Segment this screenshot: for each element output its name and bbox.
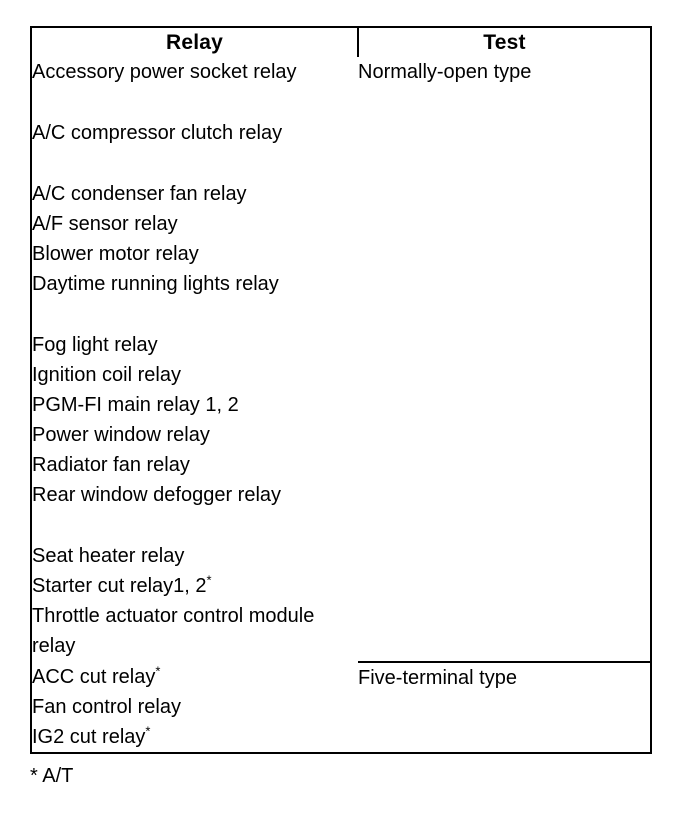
- relay-name-cell: Radiator fan relay: [31, 450, 358, 480]
- relay-name-label: Starter cut relay1, 2: [32, 575, 207, 597]
- table-row: Seat heater relay: [31, 541, 651, 571]
- table-row: Power window relay: [31, 420, 651, 450]
- test-type-cell: Normally-open type: [358, 57, 651, 663]
- relay-name-cell: ACC cut relay*: [31, 662, 358, 692]
- relay-name-label: Blower motor relay: [32, 243, 199, 265]
- relay-name-label: A/C compressor clutch relay: [32, 122, 283, 144]
- table-row: ACC cut relay*Five-terminal type: [31, 662, 651, 692]
- relay-name-label: Seat heater relay: [32, 545, 185, 567]
- table-row: PGM-FI main relay 1, 2: [31, 390, 651, 420]
- column-header-relay: Relay: [31, 27, 359, 57]
- table-row: Blower motor relay: [31, 239, 651, 269]
- relay-name-cell: A/F sensor relay: [31, 209, 358, 239]
- relay-name-cell: Power window relay: [31, 420, 358, 450]
- relay-name-label: Accessory power socket relay: [32, 61, 297, 83]
- relay-name-cell: Daytime running lights relay: [31, 269, 358, 330]
- relay-name-cell: Accessory power socket relay: [31, 57, 358, 118]
- relay-name-label: Ignition coil relay: [32, 364, 181, 386]
- table-row: Fan control relay: [31, 692, 651, 722]
- relay-name-label: A/C condenser fan relay: [32, 183, 247, 205]
- relay-name-label: PGM-FI main relay 1, 2: [32, 394, 239, 416]
- relay-name-cell: Fan control relay: [31, 692, 358, 722]
- relay-name-label: ACC cut relay: [32, 666, 156, 688]
- table-row: Throttle actuator control module relay: [31, 601, 651, 662]
- footnote-at: * A/T: [30, 765, 74, 787]
- table-body: Accessory power socket relay Normally-ope…: [31, 57, 651, 753]
- table-row: Ignition coil relay: [31, 360, 651, 390]
- relay-name-label: IG2 cut relay: [32, 726, 146, 748]
- relay-name-cell: A/C compressor clutch relay: [31, 118, 358, 179]
- relay-name-cell: Blower motor relay: [31, 239, 358, 269]
- relay-name-cell: IG2 cut relay*: [31, 722, 358, 753]
- relay-name-cell: Rear window defogger relay: [31, 480, 358, 541]
- header-row: Relay Test: [31, 27, 651, 57]
- table-row: Fog light relay: [31, 330, 651, 360]
- relay-name-cell: Starter cut relay1, 2*: [31, 571, 358, 601]
- relay-name-cell: A/C condenser fan relay: [31, 179, 358, 209]
- relay-test-table: Relay Test Accessory power socket relay N…: [30, 26, 652, 754]
- relay-name-cell: Fog light relay: [31, 330, 358, 360]
- asterisk-marker: *: [145, 723, 151, 739]
- table-header: Relay Test: [31, 27, 651, 57]
- test-type-label: Normally-open type: [358, 61, 532, 83]
- relay-name-cell: Throttle actuator control module relay: [31, 601, 358, 662]
- asterisk-marker: *: [155, 663, 161, 679]
- table-row: Daytime running lights relay: [31, 269, 651, 330]
- test-type-cell: Five-terminal type: [358, 662, 651, 753]
- table-row: Accessory power socket relay Normally-ope…: [31, 57, 651, 663]
- relay-name-cell: Ignition coil relay: [31, 360, 358, 390]
- relay-name-label: Fog light relay: [32, 334, 158, 356]
- table-row: IG2 cut relay*: [31, 722, 651, 753]
- table-row: A/F sensor relay: [31, 209, 651, 239]
- relay-name-label: Throttle actuator control module relay: [32, 605, 315, 657]
- table-row: A/C compressor clutch relay: [31, 118, 651, 179]
- relay-name-cell: Seat heater relay: [31, 541, 358, 571]
- table-row: Rear window defogger relay: [31, 480, 651, 541]
- test-type-label: Five-terminal type: [358, 667, 517, 689]
- relay-name-label: Rear window defogger relay: [32, 484, 282, 506]
- table-row: Radiator fan relay: [31, 450, 651, 480]
- relay-name-label: A/F sensor relay: [32, 213, 178, 235]
- relay-name-label: Power window relay: [32, 424, 210, 446]
- relay-name-label: Radiator fan relay: [32, 454, 190, 476]
- relay-name-cell: PGM-FI main relay 1, 2: [31, 390, 358, 420]
- asterisk-marker: *: [206, 572, 212, 588]
- table-row: A/C condenser fan relay: [31, 179, 651, 209]
- table-row: Starter cut relay1, 2*: [31, 571, 651, 601]
- relay-name-label: Daytime running lights relay: [32, 273, 279, 295]
- relay-name-label: Fan control relay: [32, 696, 181, 718]
- column-header-test: Test: [483, 31, 526, 54]
